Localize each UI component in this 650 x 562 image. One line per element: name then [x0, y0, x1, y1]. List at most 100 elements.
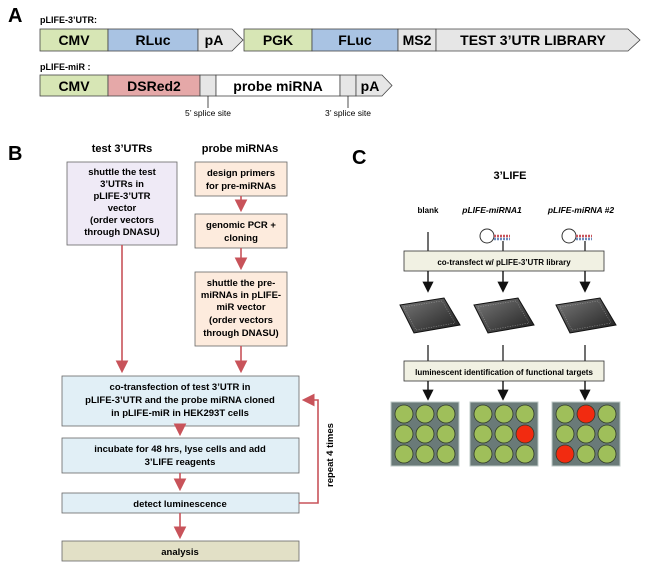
arrow-repeat-loop [299, 393, 319, 504]
plasmid-icon-2 [561, 228, 592, 244]
well-negative [415, 424, 435, 444]
well-negative [394, 444, 414, 464]
segment-cmv-label: CMV [58, 32, 90, 48]
box-shuttle-line4: (order vectors [209, 315, 273, 326]
well-negative [597, 444, 617, 464]
construct1-title: pLIFE-3’UTR: [40, 15, 97, 25]
box-primers-line2: for pre-miRNAs [206, 181, 276, 192]
well-negative [555, 424, 575, 444]
splice-5-label: 5’ splice site [185, 108, 231, 118]
box-shuttle-mirnas-text: shuttle the pre- miRNAs in pLIFE- miR ve… [201, 278, 281, 339]
well-negative [515, 444, 535, 464]
well-negative [597, 424, 617, 444]
flow-arrows [115, 196, 319, 540]
construct1: CMV RLuc pA PGK FLuc MS2 TEST 3’UTR LIBR… [39, 28, 641, 52]
arrows-to-plates [422, 271, 591, 293]
well-grid-1 [390, 401, 460, 467]
bar-cotransfect [403, 250, 605, 272]
well-negative [473, 404, 493, 424]
panel-b-label: B [8, 143, 22, 165]
splice-3-label: 3’ splice site [325, 108, 371, 118]
segment-pa1-label: pA [205, 32, 224, 48]
segment-pa1 [197, 28, 244, 52]
splice-5-block [199, 74, 217, 97]
well-negative [415, 444, 435, 464]
box-utr-line2: 3’UTRs in [100, 179, 144, 190]
well-grid-2 [469, 401, 539, 467]
col-head-mirnas: probe miRNAs [202, 143, 278, 155]
box-pcr-line2: cloning [224, 233, 258, 244]
construct2-title: pLIFE-miR : [40, 62, 91, 72]
segment-utr-library [435, 28, 641, 52]
plate-3 [555, 297, 617, 334]
box-detect-label: detect luminescence [133, 499, 226, 510]
box-utr-line1: shuttle the test [88, 167, 156, 178]
segment-probe-mirna-label: probe miRNA [233, 78, 322, 94]
arrows-to-wells [422, 381, 591, 401]
splice-3-block [339, 74, 357, 97]
box-utr-line4: vector [108, 203, 137, 214]
segment-dsred2-label: DSRed2 [127, 78, 181, 94]
well-negative [597, 404, 617, 424]
segment-cmv2-label: CMV [58, 78, 90, 94]
well-positive [555, 444, 575, 464]
box-shuttle-mirnas [194, 271, 288, 347]
box-analysis-label: analysis [161, 547, 199, 558]
well-negative [436, 444, 456, 464]
bar-cotransfect-label: co-transfect w/ pLIFE-3’UTR library [437, 258, 571, 267]
box-analysis [61, 540, 300, 562]
well-negative [494, 424, 514, 444]
well-negative [415, 404, 435, 424]
well-grid-3 [551, 401, 621, 467]
well-negative [436, 404, 456, 424]
well-negative [394, 404, 414, 424]
box-shuttle-line1: shuttle the pre- [207, 278, 276, 289]
plate-2 [473, 297, 535, 334]
plate-to-bar-lines [427, 345, 586, 361]
box-incubate-line1: incubate for 48 hrs, lyse cells and add [94, 444, 266, 455]
well-negative [473, 424, 493, 444]
well-grids [390, 401, 621, 467]
segment-pa2 [355, 74, 393, 97]
well-negative [494, 404, 514, 424]
box-utr-line5: (order vectors [90, 215, 154, 226]
box-cotransfection [61, 375, 300, 427]
well-positive [576, 404, 596, 424]
panel-c-title: 3’LIFE [493, 170, 526, 182]
box-utr-line6: through DNASU) [84, 227, 159, 238]
box-shuttle-utrs [66, 161, 178, 246]
panel-c-label: C [352, 147, 366, 169]
well-negative [555, 404, 575, 424]
col-label-mirna2: pLIFE-miRNA #2 [547, 205, 615, 215]
col-head-utrs: test 3’UTRs [92, 143, 153, 155]
segment-pa2-label: pA [361, 78, 380, 94]
segment-utr-library-label: TEST 3’UTR LIBRARY [460, 32, 606, 48]
box-shuttle-line2: miRNAs in pLIFE- [201, 290, 281, 301]
well-positive [515, 424, 535, 444]
segment-pgk-label: PGK [263, 32, 293, 48]
box-shuttle-line5: through DNASU) [203, 328, 278, 339]
plasmid-icon-1 [479, 228, 510, 244]
well-negative [576, 444, 596, 464]
box-design-primers [194, 161, 288, 197]
well-negative [576, 424, 596, 444]
col-label-mirna1: pLIFE-miRNA1 [461, 205, 522, 215]
well-negative [473, 444, 493, 464]
repeat-label: repeat 4 times [325, 423, 336, 487]
bar-luminescent [403, 360, 605, 382]
plate-1 [399, 297, 461, 334]
box-incubate [61, 437, 300, 474]
panel-c-ticks [427, 232, 586, 251]
segment-ms2-label: MS2 [403, 32, 432, 48]
box-shuttle-line3: miR vector [216, 302, 265, 313]
box-cotrans-line2: pLIFE-3’UTR and the probe miRNA cloned [85, 395, 275, 406]
segment-rluc-label: RLuc [136, 32, 171, 48]
box-shuttle-utrs-text: shuttle the test 3’UTRs in pLIFE-3’UTR v… [84, 167, 159, 238]
col-label-blank: blank [418, 206, 439, 215]
bar-luminescent-label: luminescent identification of functional… [415, 368, 593, 377]
box-primers-line1: design primers [207, 168, 275, 179]
box-cotrans-line3: in pLIFE-miR in HEK293T cells [111, 408, 249, 419]
well-negative [394, 424, 414, 444]
box-cotrans-line1: co-transfection of test 3’UTR in [110, 382, 251, 393]
